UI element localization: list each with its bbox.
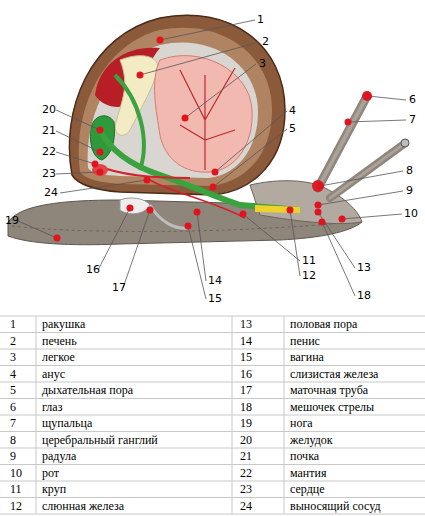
table-cell: печень <box>42 334 77 348</box>
table-number: 10 <box>10 466 22 480</box>
table-cell: сердце <box>290 482 325 496</box>
callout-number: 16 <box>86 263 100 277</box>
table-number: 22 <box>240 466 252 480</box>
table-number: 2 <box>10 334 16 348</box>
table-cell: радула <box>42 449 76 463</box>
table-number: 9 <box>10 449 16 463</box>
table-number: 20 <box>240 433 252 447</box>
table-number: 21 <box>240 449 252 463</box>
table-cell: половая пора <box>290 317 357 331</box>
table-cell: щупальца <box>42 416 92 430</box>
table-number: 5 <box>10 383 16 397</box>
table-cell: слизистая железа <box>290 367 378 381</box>
callout-number: 13 <box>357 261 371 275</box>
table-cell: слюнная железа <box>42 499 124 513</box>
table-number: 18 <box>240 400 252 414</box>
table-number: 17 <box>240 383 252 397</box>
table-cell: церебральный ганглий <box>42 433 158 447</box>
callout-number: 15 <box>208 292 222 306</box>
callout-number: 9 <box>406 184 413 198</box>
callout-number: 6 <box>409 93 416 107</box>
callout-number: 20 <box>42 103 56 117</box>
callout-number: 11 <box>302 254 316 268</box>
table-cell: легкое <box>42 350 75 364</box>
callout-number: 5 <box>289 122 296 136</box>
callout-number: 7 <box>409 113 416 127</box>
table-cell: желудок <box>290 433 333 447</box>
table-cell: нога <box>290 416 313 430</box>
table-cell: дыхательная пора <box>42 383 133 397</box>
callout-number: 3 <box>259 57 266 71</box>
table-number: 7 <box>10 416 16 430</box>
table-number: 14 <box>240 334 252 348</box>
table-cell: глаз <box>42 400 62 414</box>
table-number: 12 <box>10 499 22 513</box>
callout-number: 19 <box>5 214 19 228</box>
table-cell: рот <box>42 466 59 480</box>
table-number: 24 <box>240 499 252 513</box>
table-number: 23 <box>240 482 252 496</box>
callout-number: 22 <box>42 145 56 159</box>
table-cell: мешочек стрелы <box>290 400 374 414</box>
table-number: 15 <box>240 350 252 364</box>
table-cell: анус <box>42 367 65 381</box>
callout-number: 12 <box>302 269 316 283</box>
callout-number: 17 <box>112 281 126 295</box>
callout-number: 2 <box>262 35 269 49</box>
callout-number: 18 <box>357 289 371 303</box>
table-number: 8 <box>10 433 16 447</box>
callout-number: 23 <box>42 167 56 181</box>
table-number: 13 <box>240 317 252 331</box>
table-cell: пенис <box>290 334 320 348</box>
callout-number: 1 <box>257 13 264 27</box>
table-cell: вагина <box>290 350 324 364</box>
table-number: 16 <box>240 367 252 381</box>
table-number: 11 <box>10 482 22 496</box>
callout-number: 14 <box>208 274 222 288</box>
table-number: 1 <box>10 317 16 331</box>
table-number: 6 <box>10 400 16 414</box>
callout-number: 4 <box>289 104 296 118</box>
table-cell: круп <box>42 482 66 496</box>
callout-number: 8 <box>406 164 413 178</box>
table-number: 19 <box>240 416 252 430</box>
table-number: 4 <box>10 367 16 381</box>
callout-number: 24 <box>44 186 58 200</box>
table-cell: маточная труба <box>290 383 368 397</box>
table-cell: выносящий сосуд <box>290 499 381 513</box>
callout-number: 21 <box>42 124 56 138</box>
table-cell: почка <box>290 449 319 463</box>
table-number: 3 <box>10 350 16 364</box>
callout-number: 10 <box>404 207 418 221</box>
table-cell: ракушка <box>42 317 85 331</box>
table-cell: мантия <box>290 466 326 480</box>
